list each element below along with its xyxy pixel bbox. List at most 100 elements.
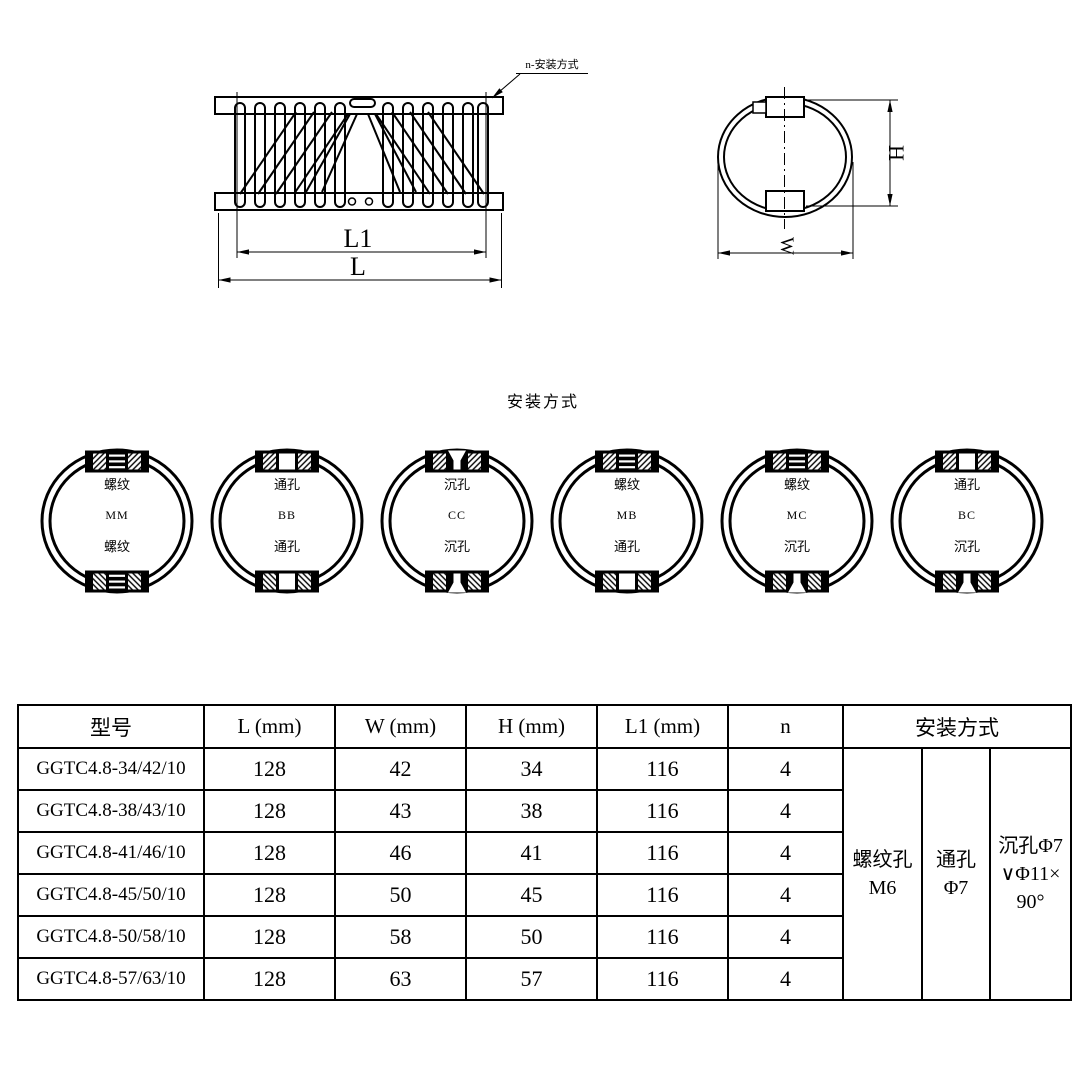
wire-loops bbox=[234, 102, 489, 208]
mount-ring-drawing bbox=[40, 448, 194, 594]
mount-code: MB bbox=[616, 508, 638, 522]
mount-top-label: 通孔 bbox=[273, 477, 300, 492]
mount-code: MM bbox=[105, 508, 129, 522]
col-header-n: n bbox=[727, 704, 844, 749]
value-cell: 63 bbox=[334, 957, 467, 1001]
mount-bottom-label: 通孔 bbox=[613, 539, 640, 554]
mount-ring-drawing bbox=[550, 448, 704, 594]
value-cell: 4 bbox=[727, 957, 844, 1001]
model-cell: GGTC4.8-34/42/10 bbox=[17, 747, 205, 791]
end-view bbox=[717, 87, 898, 259]
value-cell: 116 bbox=[596, 747, 729, 791]
mount-top-label: 螺纹 bbox=[103, 477, 130, 492]
mount-bottom-label: 沉孔 bbox=[953, 539, 980, 554]
col-header-w: W (mm) bbox=[334, 704, 467, 749]
mount-top-label: 通孔 bbox=[953, 477, 980, 492]
dim-l-label: L bbox=[350, 252, 366, 281]
value-cell: 4 bbox=[727, 831, 844, 875]
mount-top-block bbox=[85, 450, 149, 473]
value-cell: 116 bbox=[596, 789, 729, 833]
value-cell: 4 bbox=[727, 789, 844, 833]
model-cell: GGTC4.8-45/50/10 bbox=[17, 873, 205, 917]
mount-ring-drawing bbox=[380, 448, 534, 594]
plate-hole bbox=[364, 197, 374, 206]
dim-l1-label: L1 bbox=[343, 224, 373, 253]
dimension-lines bbox=[218, 73, 521, 288]
mount-diagram-bc: 通孔 BC 沉孔 bbox=[882, 440, 1052, 600]
leader-line bbox=[491, 73, 521, 99]
leader-label: n-安装方式 bbox=[516, 60, 588, 74]
side-view bbox=[214, 73, 521, 288]
table-row: GGTC4.8-34/42/10 128 42 34 116 4 螺纹孔 M6 … bbox=[17, 747, 1073, 1001]
mount-bottom-label: 螺纹 bbox=[103, 539, 130, 554]
mount-bottom-block bbox=[85, 570, 149, 593]
col-header-l1: L1 (mm) bbox=[596, 704, 729, 749]
value-cell: 4 bbox=[727, 873, 844, 917]
value-cell: 58 bbox=[334, 915, 467, 959]
dim-w-label: W bbox=[776, 237, 797, 255]
table-row: GGTC4.8-57/63/10 128 63 57 116 4 bbox=[17, 957, 1071, 1001]
mount-top-block bbox=[595, 450, 659, 473]
mount-top-block bbox=[425, 450, 489, 473]
dim-h-label: H bbox=[884, 145, 909, 161]
value-cell: 128 bbox=[203, 957, 336, 1001]
table-row: GGTC4.8-45/50/10 128 50 45 116 4 bbox=[17, 873, 1071, 917]
dimension-lines bbox=[717, 99, 898, 259]
mount-code: CC bbox=[447, 508, 466, 522]
value-cell: 57 bbox=[465, 957, 598, 1001]
spec-table: 型号 L (mm) W (mm) H (mm) L1 (mm) n 安装方式 G… bbox=[17, 704, 1073, 1001]
table-row: GGTC4.8-38/43/10 128 43 38 116 4 bbox=[17, 789, 1071, 833]
col-header-l: L (mm) bbox=[203, 704, 336, 749]
install-cell-thread: 螺纹孔 M6 bbox=[842, 747, 923, 1001]
install-cell-hole: 通孔 Φ7 bbox=[921, 747, 991, 1001]
col-header-install: 安装方式 bbox=[841, 704, 1073, 749]
value-cell: 128 bbox=[203, 789, 336, 833]
value-cell: 4 bbox=[727, 915, 844, 959]
mount-bottom-block bbox=[765, 570, 829, 593]
mount-diagram-cc: 沉孔 CC 沉孔 bbox=[372, 440, 542, 600]
top-clamp-tab bbox=[752, 101, 767, 114]
mount-top-block bbox=[255, 450, 319, 473]
plate-hole bbox=[347, 197, 357, 206]
mount-top-label: 沉孔 bbox=[443, 477, 470, 492]
model-cell: GGTC4.8-41/46/10 bbox=[17, 831, 205, 875]
mount-bottom-label: 沉孔 bbox=[783, 539, 810, 554]
mount-ring-drawing bbox=[890, 448, 1044, 594]
value-cell: 128 bbox=[203, 747, 336, 791]
install-cell-csink: 沉孔Φ7 ∨Φ11× 90° bbox=[988, 747, 1073, 1001]
value-cell: 38 bbox=[465, 789, 598, 833]
value-cell: 128 bbox=[203, 831, 336, 875]
model-cell: GGTC4.8-38/43/10 bbox=[17, 789, 205, 833]
value-cell: 43 bbox=[334, 789, 467, 833]
plate-slot bbox=[349, 98, 376, 108]
wire-diagonals bbox=[239, 111, 485, 195]
value-cell: 4 bbox=[727, 747, 844, 791]
value-cell: 116 bbox=[596, 873, 729, 917]
mount-diagram-mb: 螺纹 MB 通孔 bbox=[542, 440, 712, 600]
mount-ring-drawing bbox=[720, 448, 874, 594]
value-cell: 34 bbox=[465, 747, 598, 791]
mount-bottom-block bbox=[255, 570, 319, 593]
mount-bottom-block bbox=[935, 570, 999, 593]
table-row: GGTC4.8-41/46/10 128 46 41 116 4 bbox=[17, 831, 1071, 875]
mount-bottom-label: 通孔 bbox=[273, 539, 300, 554]
value-cell: 116 bbox=[596, 957, 729, 1001]
mount-top-label: 螺纹 bbox=[613, 477, 640, 492]
value-cell: 46 bbox=[334, 831, 467, 875]
isolator-views-drawing bbox=[214, 73, 898, 288]
table-row: GGTC4.8-50/58/10 128 58 50 116 4 bbox=[17, 915, 1071, 959]
mount-top-label: 螺纹 bbox=[783, 477, 810, 492]
mount-top-block bbox=[935, 450, 999, 473]
table-header-row: 型号 L (mm) W (mm) H (mm) L1 (mm) n 安装方式 bbox=[17, 704, 1073, 749]
model-cell: GGTC4.8-50/58/10 bbox=[17, 915, 205, 959]
value-cell: 128 bbox=[203, 873, 336, 917]
value-cell: 50 bbox=[465, 915, 598, 959]
value-cell: 50 bbox=[334, 873, 467, 917]
col-header-h: H (mm) bbox=[465, 704, 598, 749]
mount-top-block bbox=[765, 450, 829, 473]
mount-bottom-block bbox=[425, 570, 489, 593]
value-cell: 45 bbox=[465, 873, 598, 917]
mount-bottom-block bbox=[595, 570, 659, 593]
value-cell: 128 bbox=[203, 915, 336, 959]
